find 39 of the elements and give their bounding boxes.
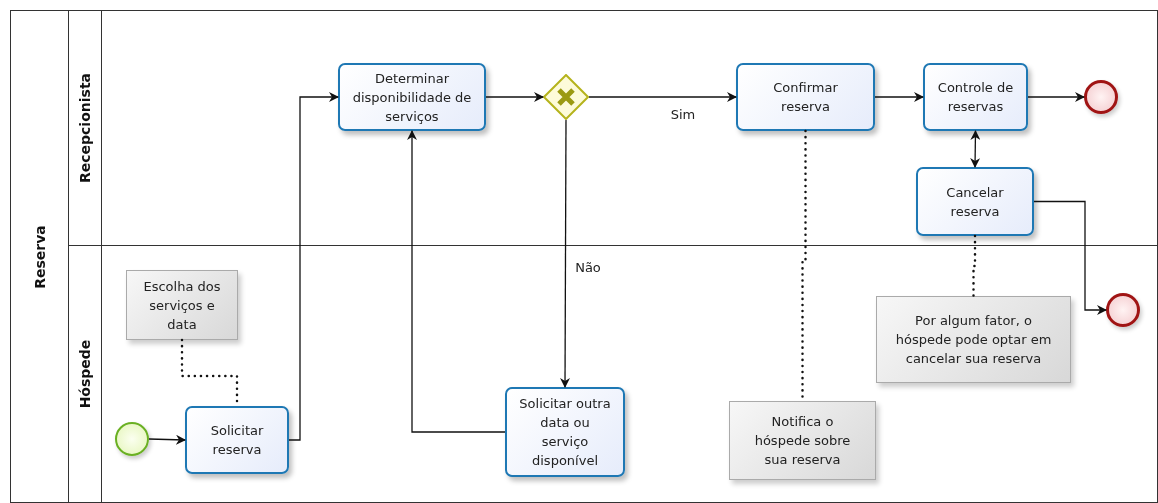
annotation-box [729,401,876,480]
task-label: Solicitar outra data ou serviço disponível [518,395,612,470]
task-label: Solicitar reserva [209,422,265,459]
arrow [970,130,981,168]
task-label: Cancelar reserva [945,183,1005,221]
task-label: Determinar disponibilidade de serviços [351,69,473,126]
task-box [736,63,875,131]
arrow [1027,92,1085,102]
arrow [588,92,737,102]
task-box [916,167,1034,236]
start-event-circle [115,422,149,456]
edge-label: Não [573,259,603,275]
arrow [407,130,506,433]
annotation-box [126,270,238,340]
task-label: Confirmar reserva [772,79,839,116]
arrow [288,92,339,441]
arrow [485,92,544,102]
task-box [185,406,289,474]
edge-label: Sim [668,106,698,122]
annotation-text: Escolha dos serviços e data [142,277,222,334]
annotation-box [876,296,1071,383]
lane-label: Hóspede [77,339,93,409]
lane-label: Recepcionista [77,73,93,183]
gateway-diamond [543,74,589,120]
task-box [505,387,625,477]
end-event-circle [1084,80,1118,114]
annotation-text: Por algum fator, o hóspede pode optar em cancelar sua reserva [894,312,1053,368]
task-box [338,63,486,131]
association-line [972,234,977,298]
pool-label: Reserva [31,224,48,289]
end-event-circle [1106,293,1140,327]
arrow [1033,200,1107,315]
arrow [148,434,186,445]
pool [10,10,1158,503]
annotation-text: Notifica o hóspede sobre sua reserva [753,413,852,469]
task-box [923,63,1028,131]
arrow [874,92,924,102]
task-label: Controle de reservas [936,79,1015,116]
arrow [560,119,571,388]
